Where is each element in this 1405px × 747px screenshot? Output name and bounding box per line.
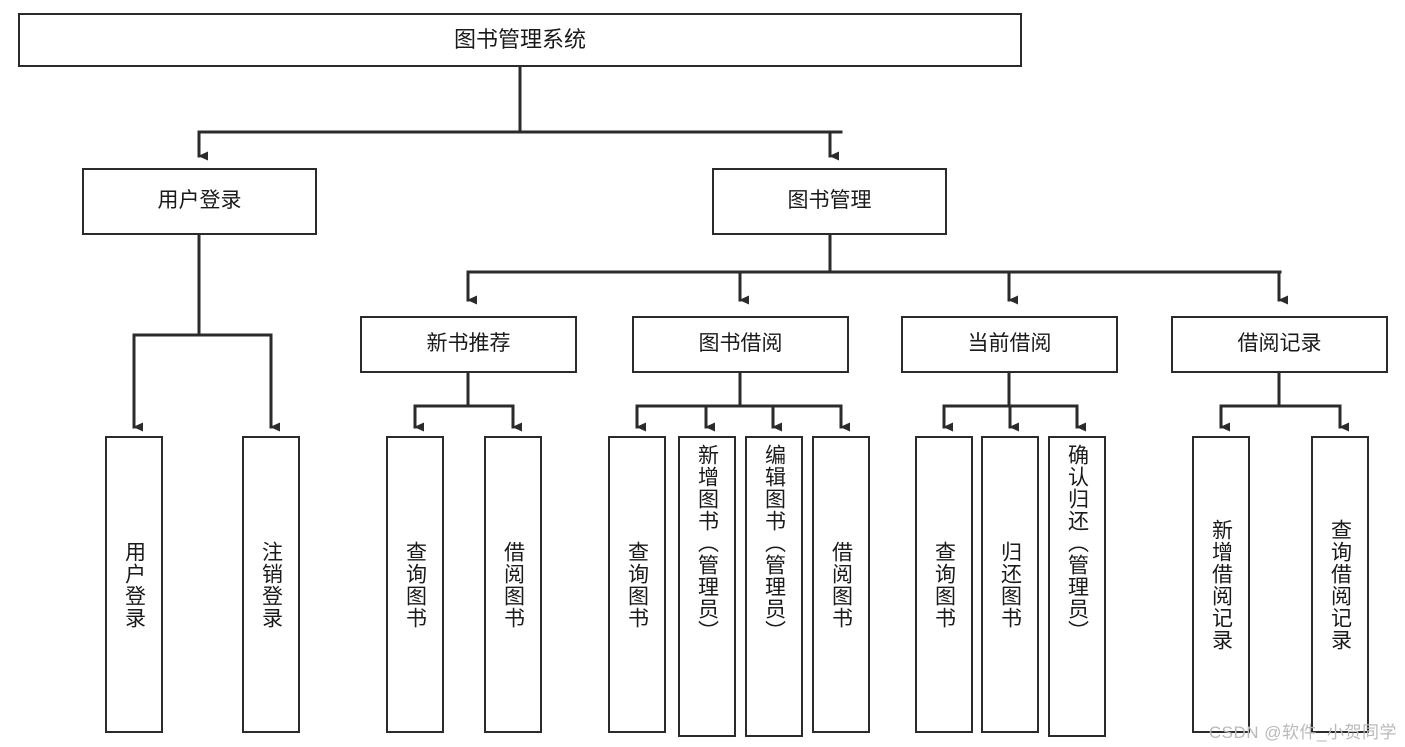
node-leaf-add-book[interactable]: 新增图书（管理员）	[678, 436, 736, 737]
node-leaf-query-book-1[interactable]: 查询图书	[386, 436, 444, 733]
node-label: 图书管理	[787, 189, 872, 213]
node-leaf-confirm-return[interactable]: 确认归还（管理员）	[1048, 436, 1106, 737]
node-leaf-borrow-book-2[interactable]: 借阅图书	[812, 436, 870, 733]
node-label: 查询图书	[932, 540, 956, 629]
node-book-borrow[interactable]: 图书借阅	[632, 316, 849, 373]
node-label: 图书借阅	[698, 332, 783, 356]
node-user-login[interactable]: 用户登录	[82, 168, 317, 235]
node-label: 用户登录	[157, 189, 242, 213]
node-label: 确认归还（管理员）	[1065, 444, 1089, 642]
node-leaf-edit-book[interactable]: 编辑图书（管理员）	[745, 436, 803, 737]
node-label: 新增图书（管理员）	[695, 444, 719, 642]
node-leaf-query-book-2[interactable]: 查询图书	[608, 436, 666, 733]
node-label: 借阅图书	[829, 540, 853, 629]
node-label: 查询图书	[625, 540, 649, 629]
node-leaf-return-book[interactable]: 归还图书	[981, 436, 1039, 733]
node-label: 新增借阅记录	[1209, 518, 1233, 651]
node-borrow-record[interactable]: 借阅记录	[1171, 316, 1388, 373]
node-label: 归还图书	[998, 540, 1022, 629]
node-current-borrow[interactable]: 当前借阅	[901, 316, 1118, 373]
node-label: 查询借阅记录	[1328, 518, 1352, 651]
csdn-watermark: CSDN @软件_小贺同学	[1208, 723, 1397, 742]
node-label: 注销登录	[259, 540, 283, 629]
node-book-manage[interactable]: 图书管理	[712, 168, 947, 235]
node-label: 借阅记录	[1237, 332, 1322, 356]
node-leaf-query-book-3[interactable]: 查询图书	[915, 436, 973, 733]
node-new-book-rec[interactable]: 新书推荐	[360, 316, 577, 373]
node-root[interactable]: 图书管理系统	[18, 13, 1022, 67]
node-leaf-query-record[interactable]: 查询借阅记录	[1311, 436, 1369, 733]
node-leaf-borrow-book-1[interactable]: 借阅图书	[484, 436, 542, 733]
node-label: 新书推荐	[426, 332, 511, 356]
node-leaf-user-login[interactable]: 用户登录	[105, 436, 163, 733]
node-leaf-logout[interactable]: 注销登录	[242, 436, 300, 733]
node-label: 图书管理系统	[453, 27, 586, 53]
node-label: 编辑图书（管理员）	[762, 444, 786, 642]
node-label: 当前借阅	[967, 332, 1052, 356]
node-label: 借阅图书	[501, 540, 525, 629]
node-label: 查询图书	[403, 540, 427, 629]
node-leaf-add-record[interactable]: 新增借阅记录	[1192, 436, 1250, 733]
node-label: 用户登录	[122, 540, 146, 629]
